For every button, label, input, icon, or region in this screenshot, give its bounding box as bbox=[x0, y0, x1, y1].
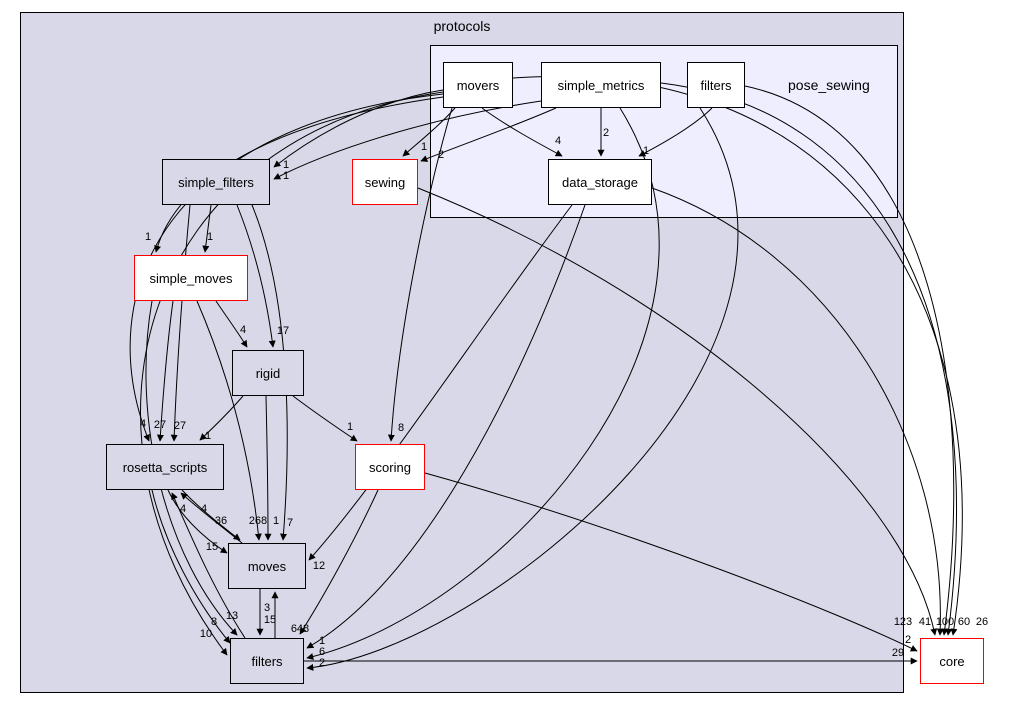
edge-sewing-to-core bbox=[417, 187, 938, 636]
edge-movers-to-sewing bbox=[402, 107, 456, 157]
edge-count-filters-to-moves[interactable]: 15 bbox=[264, 614, 276, 626]
node-data_storage[interactable]: data_storage bbox=[548, 159, 652, 205]
edge-simple_moves-to-rigid bbox=[215, 300, 248, 348]
edge-count-filters-to-core[interactable]: 29 bbox=[892, 647, 904, 659]
edge-count-data_storage-to-core[interactable]: 60 bbox=[958, 616, 970, 628]
edge-rigid-to-scoring bbox=[292, 395, 358, 442]
edge-count-scoring-to-core[interactable]: 2 bbox=[905, 634, 911, 646]
node-simple_metrics[interactable]: simple_metrics bbox=[541, 62, 661, 108]
edge-count-simple_filters-to-rosetta_scripts[interactable]: 27 bbox=[174, 420, 186, 432]
edge-count-scoring-to-filters[interactable]: 648 bbox=[291, 623, 309, 635]
edge-movers-to-rosetta_scripts bbox=[129, 93, 444, 442]
edge-count-simple_moves-to-moves[interactable]: 268 bbox=[249, 515, 267, 527]
edge-count-simple_moves-to-filters[interactable]: 13 bbox=[226, 610, 238, 622]
edge-simple_moves-to-rosetta_scripts bbox=[156, 300, 174, 442]
edge-count-simple_metrics-to-data_storage[interactable]: 2 bbox=[603, 127, 609, 139]
edge-count-simple_metrics-to-sewing[interactable]: 2 bbox=[438, 149, 444, 161]
edge-data_storage-to-filters bbox=[306, 204, 586, 649]
edge-simple_metrics-to-core bbox=[660, 82, 958, 636]
edge-count-movers-to-simple_moves[interactable]: 1 bbox=[145, 231, 151, 243]
edge-count-movers-to-simple_filters[interactable]: 1 bbox=[283, 159, 289, 171]
edge-count-rigid-to-rosetta_scripts[interactable]: 1 bbox=[205, 430, 211, 442]
edge-filters_pose_sewing-to-filters bbox=[306, 107, 739, 671]
edge-count-data_storage-to-moves[interactable]: 12 bbox=[313, 560, 325, 572]
edge-count-sewing-to-core[interactable]: 26 bbox=[976, 616, 988, 628]
edge-count-simple_filters-to-moves[interactable]: 7 bbox=[287, 517, 293, 529]
edge-count-rosetta_scripts-to-moves[interactable]: 36 bbox=[215, 515, 227, 527]
edge-count-simple_metrics-to-core[interactable]: 41 bbox=[919, 616, 931, 628]
edge-simple_moves-to-moves bbox=[196, 300, 262, 541]
edge-scoring-to-core bbox=[424, 472, 918, 652]
node-simple_moves[interactable]: simple_moves bbox=[134, 255, 248, 301]
node-core[interactable]: core bbox=[920, 638, 984, 684]
node-rigid[interactable]: rigid bbox=[232, 350, 304, 396]
edge-rigid-to-rosetta_scripts bbox=[199, 395, 244, 441]
edge-filters_pose_sewing-to-core bbox=[744, 85, 955, 636]
edge-count-simple_moves-to-rosetta_scripts[interactable]: 27 bbox=[154, 419, 166, 431]
edge-scoring-to-filters bbox=[299, 489, 379, 635]
edge-count-movers-to-scoring[interactable]: 8 bbox=[398, 422, 404, 434]
edge-filters-to-rosetta_scripts bbox=[171, 492, 246, 639]
edge-simple_metrics-to-filters bbox=[306, 107, 660, 660]
node-sewing[interactable]: sewing bbox=[352, 159, 418, 205]
edge-count-data_storage-to-filters[interactable]: 1 bbox=[319, 635, 325, 647]
edge-count-filters_pose_sewing-to-core[interactable]: 100 bbox=[936, 616, 954, 628]
edge-rosetta_scripts-to-filters bbox=[151, 489, 231, 644]
edge-movers-to-scoring bbox=[387, 107, 453, 442]
edge-count-simple_filters-to-rigid[interactable]: 17 bbox=[277, 325, 289, 337]
edge-simple_metrics-to-simple_filters bbox=[273, 100, 542, 180]
edge-moves-to-rosetta_scripts bbox=[180, 492, 243, 544]
node-scoring[interactable]: scoring bbox=[355, 444, 425, 490]
cluster-pose-sewing-label: pose_sewing bbox=[788, 77, 870, 93]
edge-count-filters-to-rosetta_scripts[interactable]: 4 bbox=[201, 503, 207, 515]
edge-count-simple_moves-to-rigid[interactable]: 4 bbox=[240, 324, 246, 336]
edge-count-rosetta_scripts-to-moves[interactable]: 15 bbox=[206, 541, 218, 553]
edge-count-movers-to-data_storage[interactable]: 4 bbox=[555, 135, 561, 147]
node-simple_filters[interactable]: simple_filters bbox=[162, 159, 270, 205]
edge-count-movers-to-rosetta_scripts[interactable]: 4 bbox=[140, 418, 146, 430]
edge-count-simple_filters-to-simple_moves[interactable]: 1 bbox=[207, 231, 213, 243]
edge-movers-to-simple_moves bbox=[154, 96, 444, 253]
edge-simple_metrics-to-sewing bbox=[420, 107, 557, 162]
edge-count-movers-to-core[interactable]: 123 bbox=[894, 616, 912, 628]
edge-count-rigid-to-scoring[interactable]: 1 bbox=[347, 421, 353, 433]
edge-count-rosetta_scripts-to-filters[interactable]: 8 bbox=[211, 616, 217, 628]
edge-filters_pose_sewing-to-data_storage bbox=[638, 107, 713, 157]
edge-data_storage-to-moves bbox=[308, 204, 573, 561]
edge-data_storage-to-core bbox=[651, 187, 944, 636]
edge-movers-to-filters bbox=[140, 91, 444, 656]
edge-count-filters_pose_sewing-to-filters[interactable]: 2 bbox=[319, 657, 325, 669]
edge-simple_filters-to-rigid bbox=[236, 204, 276, 348]
edge-rigid-to-moves bbox=[264, 395, 272, 541]
cluster-protocols-label: protocols bbox=[433, 18, 491, 34]
edge-count-simple_metrics-to-simple_filters[interactable]: 1 bbox=[283, 170, 289, 182]
edge-count-movers-to-sewing[interactable]: 1 bbox=[421, 141, 427, 153]
node-filters_pose_sewing[interactable]: filters bbox=[687, 62, 745, 108]
edge-count-rigid-to-moves[interactable]: 1 bbox=[273, 515, 279, 527]
edge-rosetta_scripts-to-moves bbox=[181, 489, 241, 541]
node-movers[interactable]: movers bbox=[443, 62, 513, 108]
edge-count-filters_pose_sewing-to-data_storage[interactable]: 1 bbox=[643, 145, 649, 157]
edge-simple_filters-to-simple_moves bbox=[202, 204, 212, 253]
edge-count-moves-to-rosetta_scripts[interactable]: 4 bbox=[180, 503, 186, 515]
edge-movers-to-simple_filters bbox=[273, 89, 444, 168]
edge-simple_filters-to-rosetta_scripts bbox=[170, 204, 191, 442]
node-rosetta_scripts[interactable]: rosetta_scripts bbox=[106, 444, 224, 490]
edge-count-moves-to-filters[interactable]: 3 bbox=[264, 602, 270, 614]
edge-count-movers-to-filters[interactable]: 10 bbox=[200, 628, 212, 640]
edge-movers-to-data_storage bbox=[481, 107, 563, 157]
node-moves[interactable]: moves bbox=[228, 543, 306, 589]
node-filters[interactable]: filters bbox=[230, 638, 304, 684]
edge-count-simple_metrics-to-filters[interactable]: 6 bbox=[319, 646, 325, 658]
